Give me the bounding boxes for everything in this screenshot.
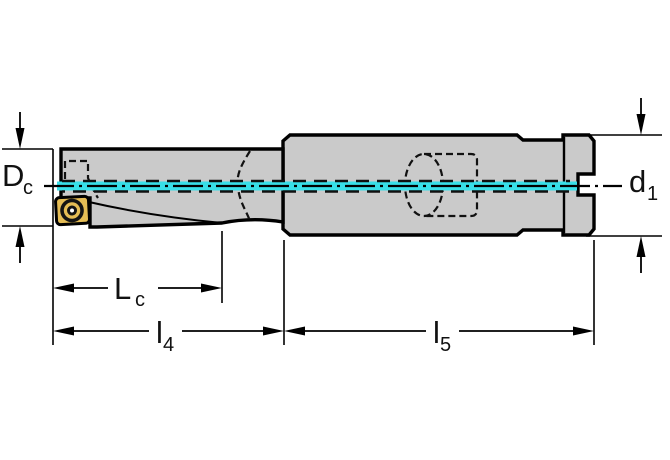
d1-top-arrowhead — [636, 114, 646, 135]
label-cutting-diameter-sub: c — [23, 177, 33, 199]
insert-screw-center — [70, 208, 75, 213]
label-cutting-length-sub: c — [135, 289, 145, 311]
label-shank-diameter: d — [629, 164, 646, 199]
dim-shank-diameter: d 1 — [629, 98, 658, 273]
lc-left-arrowhead — [53, 283, 74, 293]
label-shank-length: l — [433, 315, 440, 350]
l4-right-arrowhead — [263, 326, 284, 336]
cutting-insert — [54, 194, 92, 227]
extension-lines — [2, 134, 662, 345]
dim-cutting-diameter: D c — [2, 112, 33, 263]
dc-bottom-arrowhead — [15, 226, 25, 247]
coolant-centerline — [44, 179, 622, 193]
d1-bottom-arrowhead — [636, 236, 646, 257]
label-shank-diameter-sub: 1 — [647, 183, 658, 205]
label-cutting-diameter: D — [2, 158, 24, 193]
dim-body-length: l 4 — [53, 315, 284, 356]
label-body-length-sub: 4 — [163, 334, 174, 356]
l4-left-arrowhead — [53, 326, 74, 336]
label-cutting-length: L — [114, 271, 131, 306]
hidden-pocket-outline — [63, 159, 99, 199]
dim-cutting-length: L c — [53, 271, 222, 311]
flute-edge-line — [88, 201, 223, 224]
dim-shank-length: l 5 — [284, 315, 594, 356]
lc-right-arrowhead — [201, 283, 222, 293]
l5-left-arrowhead — [284, 326, 305, 336]
l5-right-arrowhead — [573, 326, 594, 336]
insert-screw-outer-ring — [60, 198, 84, 223]
label-body-length: l — [156, 315, 163, 350]
label-shank-length-sub: 5 — [440, 334, 451, 356]
dc-top-arrowhead — [15, 128, 25, 149]
